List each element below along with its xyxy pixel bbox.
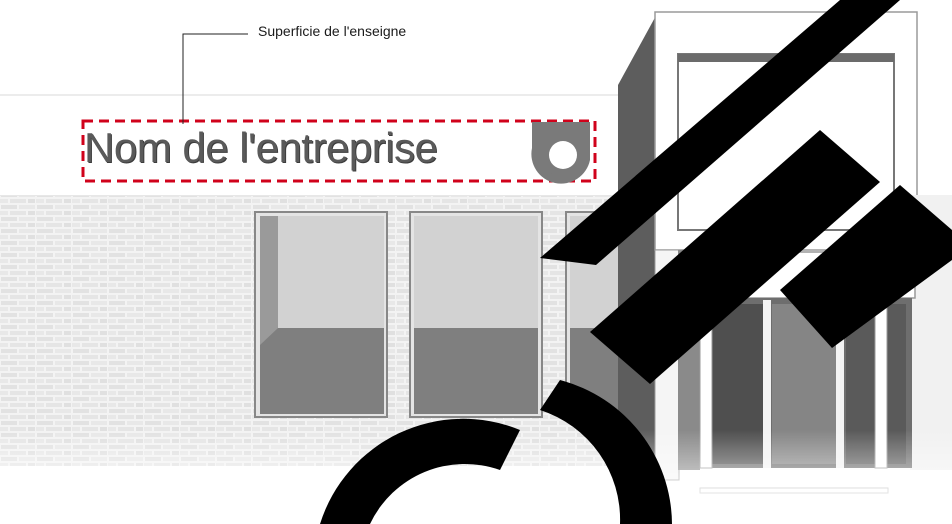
watermark [320,0,952,524]
logo-circle-icon [531,122,590,184]
sign-area [81,119,597,184]
shop-windows [254,211,629,418]
sign-company-name: Nom de l'entreprise [84,124,438,171]
facade-band [0,94,632,197]
callout-leader-line [182,33,248,124]
sign-surface-outline [81,119,597,183]
callout-label: Superficie de l'enseigne [258,23,407,39]
